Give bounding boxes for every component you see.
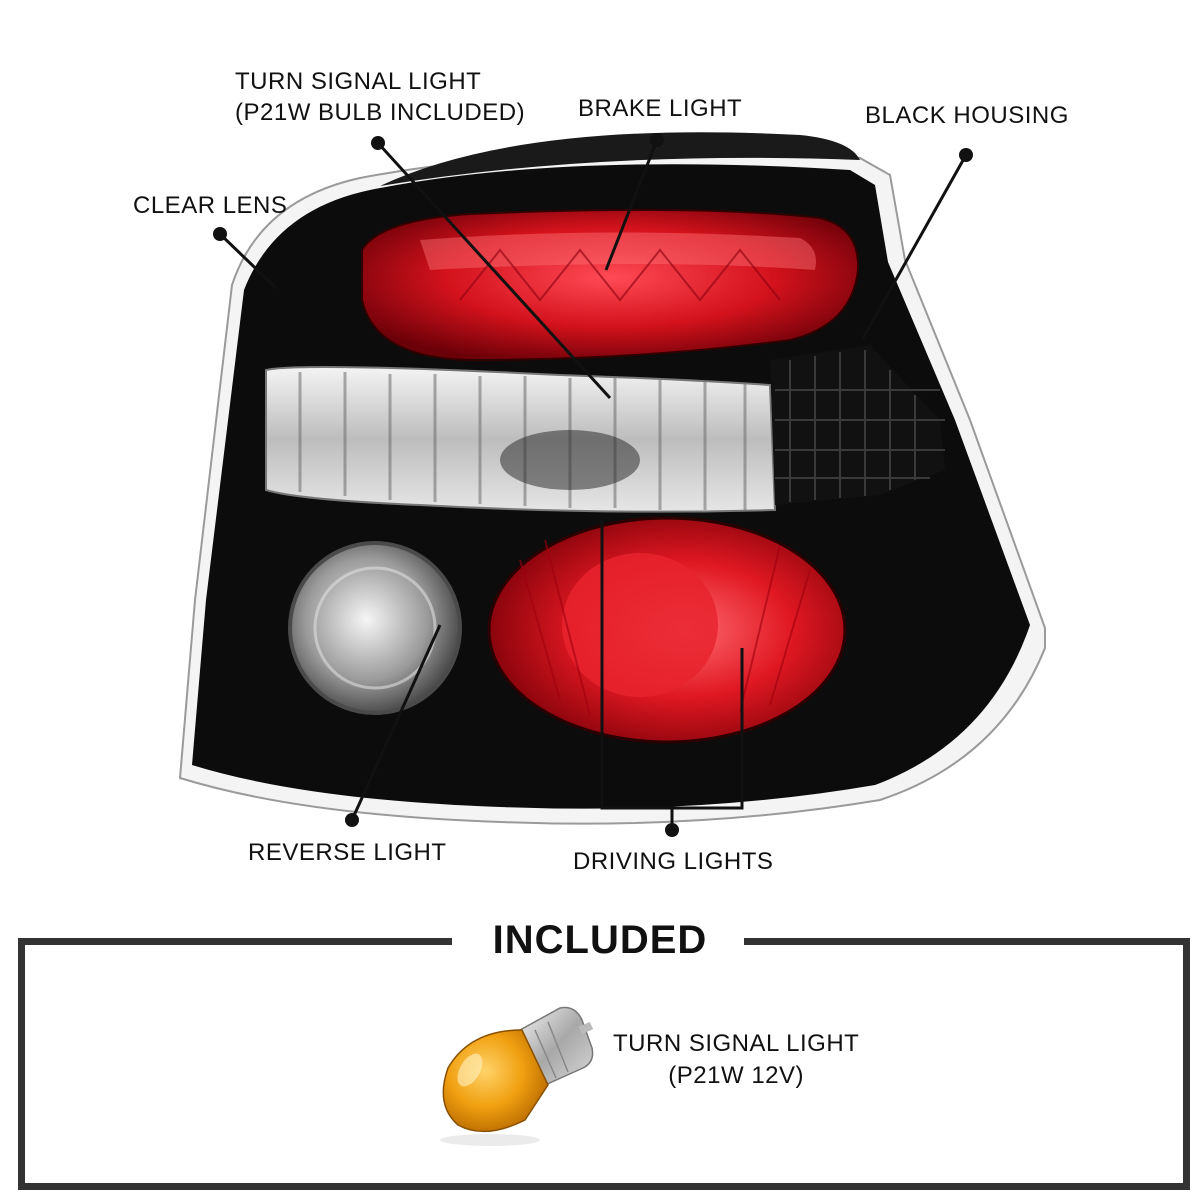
callout-driving: DRIVING LIGHTS bbox=[573, 848, 774, 875]
callout-housing: BLACK HOUSING bbox=[865, 102, 1069, 129]
callout-lines bbox=[218, 139, 968, 830]
callout-turn-signal-line2: (P21W BULB INCLUDED) bbox=[235, 99, 526, 126]
included-frame bbox=[18, 938, 1190, 1190]
brake-light-lens bbox=[361, 208, 860, 362]
included-item-line2: (P21W 12V) bbox=[668, 1062, 805, 1089]
included-item-line1: TURN SIGNAL LIGHT bbox=[613, 1030, 860, 1057]
callout-brake: BRAKE LIGHT bbox=[578, 95, 743, 122]
included-item-label: TURN SIGNAL LIGHT (P21W 12V) bbox=[613, 1028, 859, 1092]
callout-reverse: REVERSE LIGHT bbox=[248, 839, 447, 866]
callout-clear-lens: CLEAR LENS bbox=[133, 192, 288, 219]
callout-turn-signal: TURN SIGNAL LIGHT (P21W BULB INCLUDED) bbox=[235, 66, 525, 128]
callout-dots bbox=[213, 133, 973, 837]
callout-turn-signal-line1: TURN SIGNAL LIGHT bbox=[235, 68, 482, 95]
included-title: INCLUDED bbox=[492, 918, 708, 962]
